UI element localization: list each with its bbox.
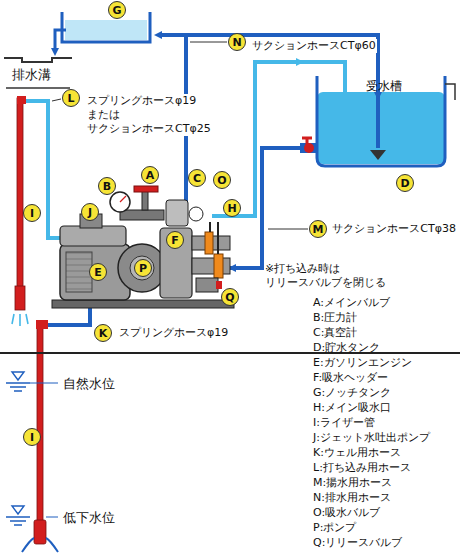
callout-circle: F [166,231,184,249]
callout-letter: G [112,5,121,16]
level-label: 自然水位 [62,376,116,392]
legend-line: O:吸水バルブ [313,506,380,520]
hose-label: スプリングホースφ19 [118,326,229,340]
hose-label: サクションホースCTφ38 [331,222,457,236]
legend-line: Q:リリースバルブ [313,536,402,550]
callout-circle: I [23,428,41,446]
hose-label: スプリングホースφ19 または サクションホースCTφ25 [86,94,233,136]
legend-line: K:ウェル用ホース [313,446,401,460]
legend-line: F:吸水ヘッダー [313,371,388,385]
callout-circle: M [309,220,327,238]
callout-letter: H [227,203,236,214]
callout-circle: D [396,174,414,192]
level-label: 低下水位 [62,510,116,526]
callout-circle: E [89,263,107,281]
ditch-label: 排水溝 [12,67,51,83]
callout-letter: J [88,207,92,218]
callout-letter: K [99,328,108,339]
callout-letter: E [94,267,102,278]
callout-circle: L [62,89,80,107]
callout-circle: O [213,171,231,189]
callout-letter: I [30,432,34,443]
callout-letter: F [171,235,179,246]
hose-label: サクションホースCTφ60 [251,39,377,53]
legend-line: B:圧力計 [313,311,357,325]
callout-letter: Q [225,292,234,303]
callout-letter: B [103,181,111,192]
callout-letter: N [232,37,241,48]
callout-circle: I [23,204,41,222]
callout-letter: O [217,175,226,186]
callout-circle: Q [221,288,239,306]
legend-line: C:真空計 [313,326,357,340]
note: ※打ち込み時は リリースバルブを閉じる [264,262,398,290]
legend-line: L:打ち込み用ホース [313,461,411,475]
legend-line: E:ガソリンエンジン [313,356,412,370]
legend-line: D:貯水タンク [313,341,380,355]
callout-circle: C [188,169,206,187]
callout-circle: P [134,259,152,277]
legend-line: H:メイン吸水口 [313,401,391,415]
callout-letter: M [313,224,324,235]
legend-line: G:ノッチタンク [313,386,391,400]
callout-circle: B [98,177,116,195]
legend-line: M:揚水用ホース [313,476,392,490]
callout-circle: K [94,324,112,342]
legend-line: I:ライザー管 [313,416,375,430]
legend-line: J:ジェット水吐出ポンプ [313,431,430,445]
callout-letter: C [193,173,201,184]
callout-letter: I [30,208,34,219]
legend-line: P:ポンプ [313,521,356,535]
tank-label: 受水槽 [366,79,402,94]
callout-letter: L [67,93,74,104]
legend-line: A:メインバルブ [313,296,390,310]
callout-letter: P [139,263,147,274]
callout-circle: G [108,1,126,19]
callout-letter: D [400,178,409,189]
callout-circle: A [141,166,159,184]
legend-line: N:排水用ホース [313,491,391,505]
callout-circle: J [81,203,99,221]
callout-circle: H [223,199,241,217]
callout-letter: A [146,170,155,181]
callout-circle: N [228,33,246,51]
